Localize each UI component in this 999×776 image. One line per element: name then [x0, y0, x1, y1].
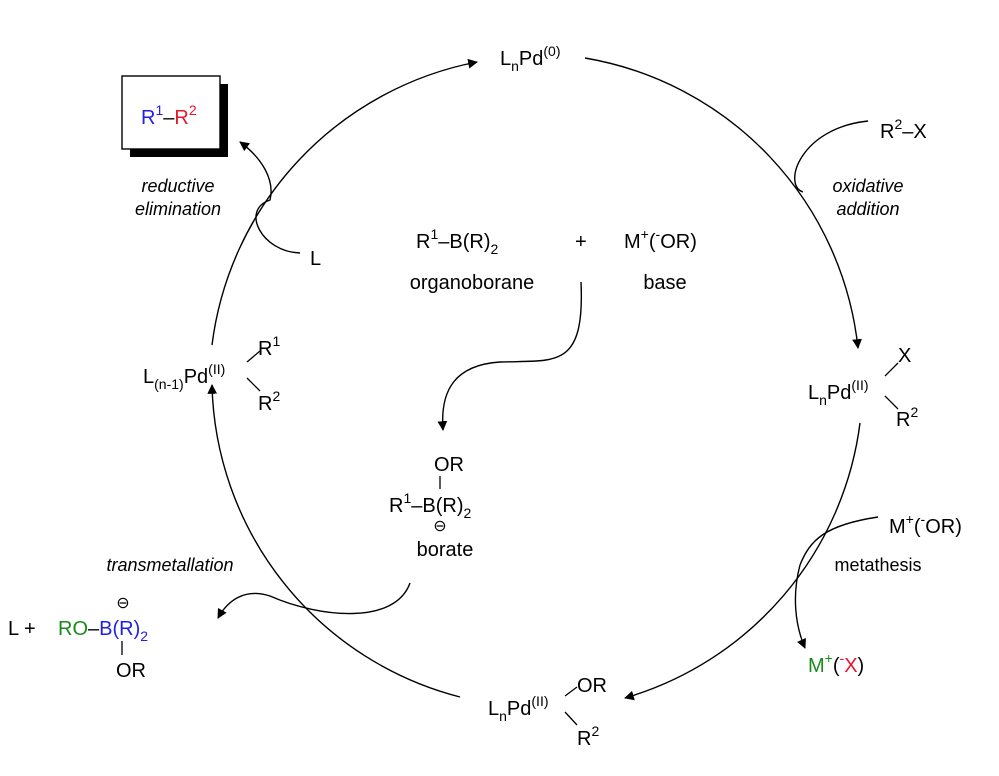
pd-trans-r1: R1	[258, 333, 280, 360]
byproduct-formula: RO–B(R)2	[58, 618, 148, 644]
ligand-released: L	[310, 248, 321, 270]
arc-metathesis	[624, 422, 861, 701]
organoborane-name: organoborane	[410, 272, 535, 294]
pd-trans-complex: L(n-1)Pd(II) R1 R2	[143, 333, 280, 415]
label-addition: addition	[836, 199, 899, 219]
byproduct-ligand: L +	[8, 618, 36, 640]
svg-text:L(n-1)Pd(II): L(n-1)Pd(II)	[143, 361, 225, 392]
svg-text:LnPd(II): LnPd(II)	[808, 377, 869, 408]
arc-transmetallation	[207, 384, 461, 698]
base-name: base	[643, 272, 686, 294]
product-r1: R	[141, 107, 155, 129]
substrate-r2x: R2–X	[880, 116, 927, 143]
metathesis-salt-out: M+(-X)	[808, 650, 864, 677]
arc-reductive-elimination	[211, 58, 478, 346]
label-metathesis: metathesis	[834, 555, 921, 575]
label-reductive: reductive	[141, 176, 214, 196]
arrow-product-out	[239, 141, 301, 254]
arc-oxidative-addition	[584, 57, 862, 349]
pd-or-or: OR	[577, 675, 607, 697]
pd-ox-x: X	[898, 345, 911, 367]
byproduct-charge: ⊖	[116, 595, 129, 612]
label-elimination: elimination	[135, 199, 221, 219]
borate-formula: R1–B(R)2	[389, 490, 471, 521]
borate-or: OR	[434, 454, 464, 476]
cycle-arrows	[207, 57, 862, 701]
borate-charge: ⊖	[433, 518, 446, 535]
pd-ox-r2: R2	[896, 404, 918, 431]
product-r2: R	[174, 107, 188, 129]
pd0-complex: LnPd(0)	[500, 43, 561, 74]
borate: OR R1–B(R)2 ⊖ borate	[389, 454, 473, 561]
borate-name: borate	[417, 539, 474, 561]
byproduct: L + ⊖ RO–B(R)2 OR	[8, 595, 148, 682]
organoborane-formula: R1–B(R)2	[416, 226, 498, 257]
metathesis-base-in: M+(-OR)	[889, 511, 962, 538]
label-transmetallation: transmetallation	[106, 555, 233, 575]
arrow-substrate-in	[794, 120, 869, 193]
arrow-mx-out	[794, 564, 806, 649]
plus-sign: +	[575, 231, 587, 253]
pd-oxidative-complex: LnPd(II) X R2	[808, 345, 918, 431]
base-formula: M+(-OR)	[624, 226, 697, 253]
product-formula: R1–R2	[141, 102, 197, 129]
byproduct-or: OR	[116, 660, 146, 682]
arrow-boron-activation	[437, 281, 583, 431]
svg-text:LnPd(II): LnPd(II)	[488, 693, 549, 724]
pd-or-complex: LnPd(II) OR R2	[488, 675, 607, 750]
pd-or-r2: R2	[577, 723, 599, 750]
label-oxidative: oxidative	[832, 176, 903, 196]
arrow-base-in	[799, 516, 879, 566]
product-box: R1–R2	[121, 75, 228, 157]
arrow-borate-transfer	[217, 582, 411, 619]
pd-trans-r2: R2	[258, 388, 280, 415]
